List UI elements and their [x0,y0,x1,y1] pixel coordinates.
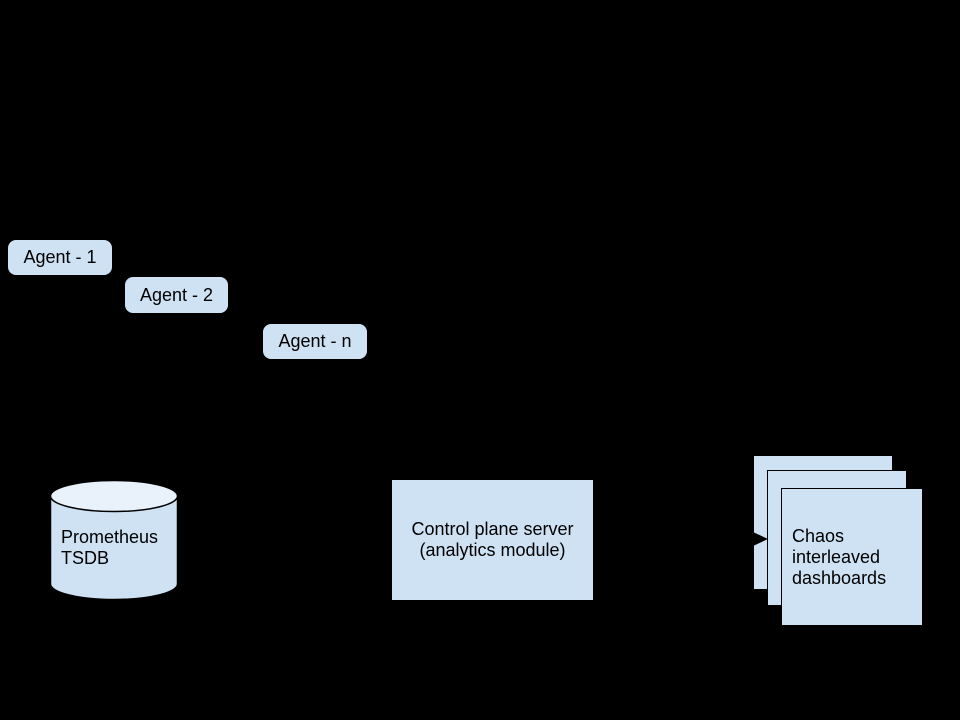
cylinder-shape [49,479,179,601]
agent-n-node: Agent - n [263,324,367,359]
cylinder-body [49,495,179,601]
arrowhead-right-icon [753,532,768,546]
agent-2-node: Agent - 2 [125,277,228,313]
agent-1-label: Agent - 1 [23,247,97,267]
cylinder-top [49,479,179,513]
prometheus-tsdb-cylinder [49,479,179,604]
dashboard-card-front: Chaos interleaved dashboards [781,488,923,626]
prometheus-tsdb-label: Prometheus TSDB [61,527,159,568]
dashboards-label: Chaos interleaved dashboards [792,525,887,588]
agent-2-label: Agent - 2 [139,284,214,305]
agent-n-label: Agent - n [278,331,352,351]
agent-1-node: Agent - 1 [8,240,112,275]
control-plane-server-node: Control plane server (analytics module) [392,480,593,600]
control-plane-server-label: Control plane server (analytics module) [411,519,574,560]
